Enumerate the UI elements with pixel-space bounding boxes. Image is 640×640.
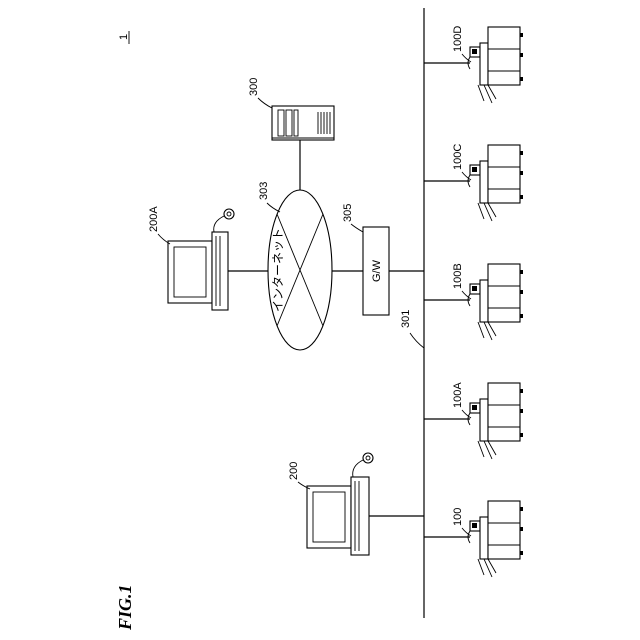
device-100b: 100B xyxy=(424,263,523,340)
device-tray-handle xyxy=(520,389,523,393)
gateway-ref-leader xyxy=(351,224,363,232)
device-100: 100 xyxy=(424,501,523,577)
server-ref-leader xyxy=(258,98,272,108)
device-scanner-bed xyxy=(480,517,488,559)
device-ref-label: 100A xyxy=(452,382,464,408)
device-body xyxy=(488,501,520,559)
device-ref-label: 100B xyxy=(452,263,464,289)
device-scanner-bed xyxy=(480,161,488,203)
server-ref-label: 300 xyxy=(248,78,260,96)
device-ref-label: 100D xyxy=(452,26,464,52)
figure-label: FIG.1 xyxy=(115,584,135,631)
server-computer xyxy=(272,106,334,140)
device-body xyxy=(488,383,520,441)
internet-ref-leader xyxy=(267,203,280,212)
device-ref-label: 100C xyxy=(452,144,464,170)
terminal-computer-200a xyxy=(168,209,234,310)
internet-ref-label: 303 xyxy=(258,182,270,200)
device-panel-key xyxy=(472,167,477,172)
terminal-200a-ref-label: 200A xyxy=(148,206,160,232)
device-body xyxy=(488,27,520,85)
device-panel-key xyxy=(472,405,477,410)
system-ref-label: 1 xyxy=(118,34,130,40)
device-output-tray xyxy=(478,85,496,103)
device-tray-handle xyxy=(520,290,523,294)
device-ref-label: 100 xyxy=(452,508,464,526)
device-output-tray xyxy=(478,441,496,459)
device-tray-handle xyxy=(520,507,523,511)
device-tray-handle xyxy=(520,151,523,155)
device-group: 100 100A 100B 100C 100D xyxy=(424,26,523,577)
device-scanner-bed xyxy=(480,280,488,322)
device-tray-handle xyxy=(520,53,523,57)
terminal-computer-200 xyxy=(307,453,373,555)
device-tray-handle xyxy=(520,433,523,437)
device-100c: 100C xyxy=(424,144,523,221)
device-tray-handle xyxy=(520,195,523,199)
device-tray-handle xyxy=(520,551,523,555)
device-panel-key xyxy=(472,49,477,54)
device-body xyxy=(488,264,520,322)
device-tray-handle xyxy=(520,33,523,37)
device-body xyxy=(488,145,520,203)
device-scanner-bed xyxy=(480,43,488,85)
device-100d: 100D xyxy=(424,26,523,103)
device-100a: 100A xyxy=(424,382,523,459)
network-ref-leader xyxy=(410,333,424,348)
device-tray-handle xyxy=(520,527,523,531)
internet-cloud: インターネット xyxy=(268,190,332,350)
internet-label: インターネット xyxy=(271,228,285,312)
device-tray-handle xyxy=(520,409,523,413)
device-output-tray xyxy=(478,322,496,340)
device-panel-key xyxy=(472,286,477,291)
device-tray-handle xyxy=(520,314,523,318)
terminal-200-ref-label: 200 xyxy=(288,462,300,480)
device-tray-handle xyxy=(520,77,523,81)
device-scanner-bed xyxy=(480,399,488,441)
device-output-tray xyxy=(478,559,496,577)
device-tray-handle xyxy=(520,171,523,175)
network-ref-label: 301 xyxy=(400,310,412,328)
gateway-ref-label: 305 xyxy=(342,204,354,222)
gateway-label: G/W xyxy=(371,259,383,282)
terminal-200a-ref-leader xyxy=(158,234,170,244)
device-output-tray xyxy=(478,203,496,221)
device-tray-handle xyxy=(520,270,523,274)
device-panel-key xyxy=(472,523,477,528)
